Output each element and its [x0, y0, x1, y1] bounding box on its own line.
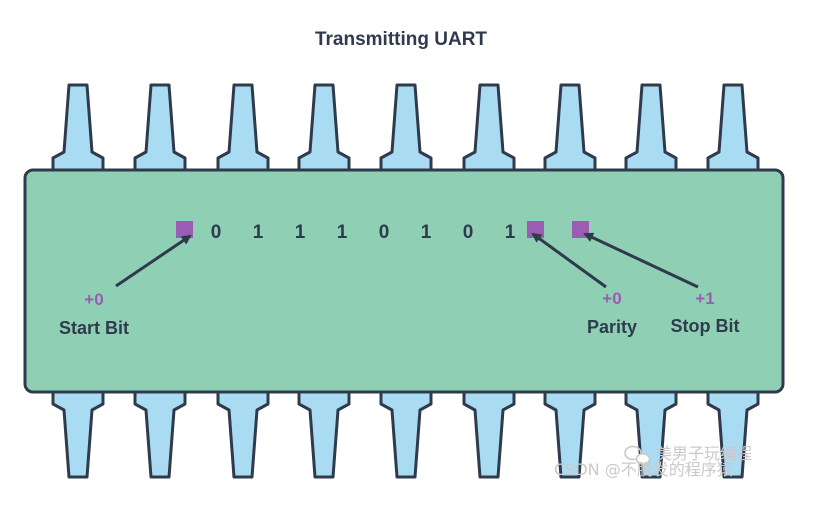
chip-pin-top [462, 83, 516, 184]
chip-pin-top [543, 83, 597, 184]
watermark: 美男子玩编程 CSDN @不脱发的程序猿 [554, 444, 752, 479]
data-bits: 0 1 1 1 0 1 0 1 [211, 222, 516, 243]
start-bit-label: Start Bit [59, 318, 129, 338]
data-bit: 0 [463, 222, 474, 243]
chip-body [23, 168, 785, 394]
data-bit: 1 [505, 222, 516, 243]
start-bit-value: +0 [84, 290, 103, 309]
data-bit: 0 [379, 222, 390, 243]
data-bit: 1 [253, 222, 264, 243]
parity-arrow [531, 232, 607, 289]
chip-pin-top [624, 83, 678, 184]
watermark-line2: CSDN @不脱发的程序猿 [554, 460, 733, 479]
stop-bit-value: +1 [695, 289, 714, 308]
chip-pin-top [706, 83, 760, 184]
chip-pin-top [379, 83, 433, 184]
chip-pin-top [297, 83, 351, 184]
chip-pin-bottom [51, 378, 105, 479]
diagram-title: Transmitting UART [315, 29, 487, 50]
stop-bit-label: Stop Bit [671, 316, 740, 336]
chip-pin-bottom [297, 378, 351, 479]
data-bit: 1 [295, 222, 306, 243]
watermark-line1: 美男子玩编程 [656, 444, 752, 463]
chip-pin-top [51, 83, 105, 184]
start-bit-marker [176, 221, 193, 238]
chip-pin-top [133, 83, 187, 184]
chip-pin-bottom [379, 378, 433, 479]
parity-label: Parity [587, 317, 637, 337]
parity-value: +0 [602, 289, 621, 308]
data-bit: 0 [211, 222, 222, 243]
wechat-logo-icon [624, 445, 651, 465]
chip-pin-top [216, 83, 270, 184]
chip-pin-bottom [462, 378, 516, 479]
data-bit: 1 [421, 222, 432, 243]
data-bit: 1 [337, 222, 348, 243]
start-bit-arrow [115, 234, 192, 288]
stop-bit-arrow [583, 232, 699, 289]
chip-pin-bottom [133, 378, 187, 479]
chip-pin-bottom [216, 378, 270, 479]
top-pins [51, 83, 760, 184]
